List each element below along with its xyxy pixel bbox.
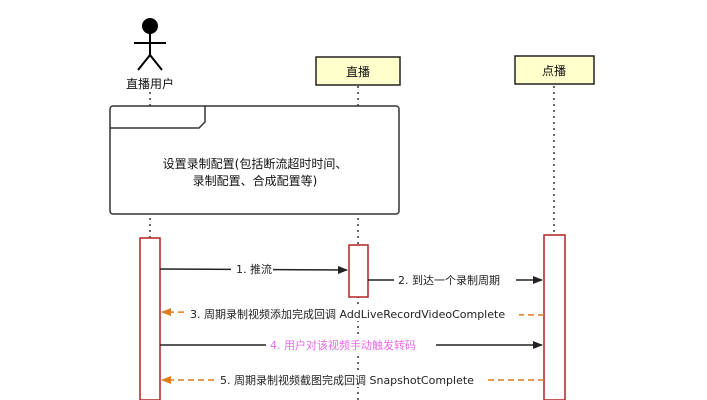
message-1-label: 1. 推流: [236, 262, 272, 276]
participant-vod: 点播: [514, 55, 595, 85]
actor-user-label: 直播用户: [126, 76, 174, 91]
user-actor-icon: [134, 18, 166, 71]
message-2-label: 2. 到达一个录制周期: [398, 274, 500, 287]
activation-vod: [543, 234, 566, 400]
activation-live: [348, 244, 369, 298]
participant-vod-label: 点播: [542, 64, 566, 78]
participant-live-label: 直播: [346, 65, 370, 79]
note-line-2: 录制配置、合成配置等): [193, 173, 318, 188]
config-note-frame: 设置录制配置(包括断流超时时间、 录制配置、合成配置等): [109, 105, 400, 215]
participant-live: 直播: [315, 56, 401, 86]
note-line-1: 设置录制配置(包括断流超时时间、: [163, 156, 348, 171]
message-4-label: 4. 用户对该视频手动触发转码: [270, 338, 416, 352]
message-5-label: 5. 周期录制视频截图完成回调 SnapshotComplete: [220, 373, 474, 387]
activation-user: [139, 237, 161, 400]
message-3-label: 3. 周期录制视频添加完成回调 AddLiveRecordVideoComple…: [190, 307, 505, 321]
